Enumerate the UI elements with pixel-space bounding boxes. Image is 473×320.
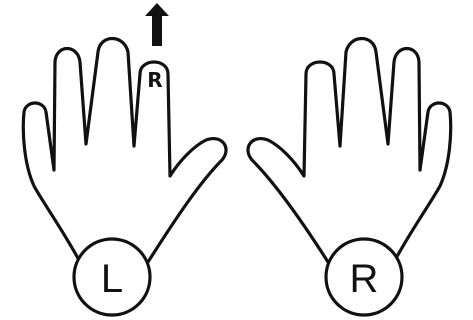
right-hand-badge: R	[326, 239, 402, 315]
left-badge-label: L	[101, 257, 123, 301]
left-hand: R	[23, 3, 226, 262]
left-hand-badge: L	[74, 239, 150, 315]
left-hand-outline	[23, 39, 226, 263]
ring-finger-tag: R	[147, 68, 162, 92]
up-arrow-icon	[145, 3, 169, 46]
right-badge-label: R	[350, 257, 379, 301]
right-hand-outline	[248, 39, 451, 263]
right-hand	[248, 39, 451, 263]
